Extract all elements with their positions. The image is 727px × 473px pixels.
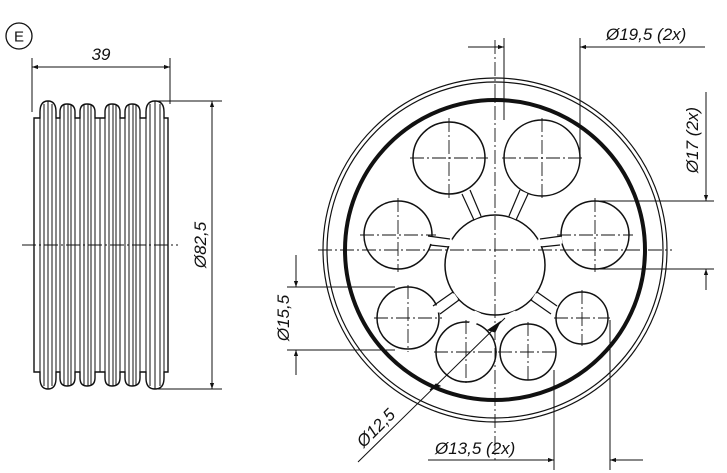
dim-label-width-39: 39 [92,45,111,64]
dim-label-diameter-19-5: Ø19,5 (2x) [605,25,686,44]
dim-label-diameter-13-5: Ø13,5 (2x) [434,439,515,458]
dim-label-outer-diameter: Ø82,5 [191,221,210,269]
svg-text:E: E [14,29,24,46]
front-view [287,38,714,470]
dim-label-diameter-17: Ø17 (2x) [683,107,702,174]
side-view [22,58,222,390]
dim-label-diameter-15-5: Ø15,5 [274,294,293,342]
view-label-e: E [5,22,33,50]
